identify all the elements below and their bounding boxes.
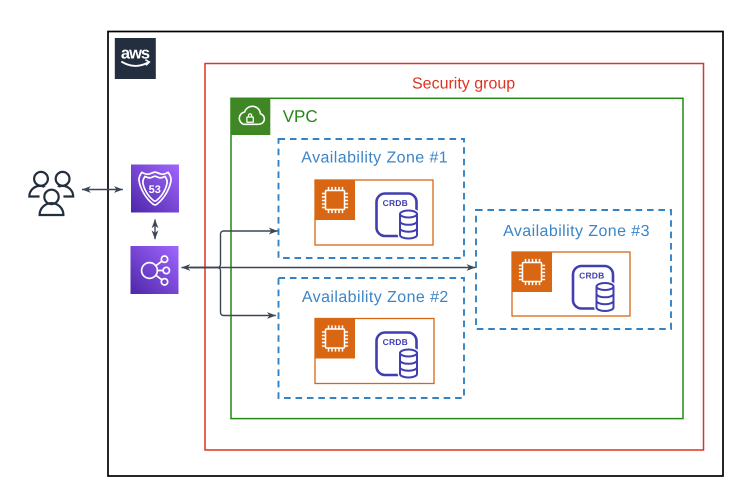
svg-text:Security group: Security group — [412, 75, 515, 92]
svg-text:Availability Zone #2: Availability Zone #2 — [302, 289, 449, 306]
svg-text:VPC: VPC — [283, 107, 318, 126]
svg-text:Availability Zone #3: Availability Zone #3 — [503, 223, 650, 240]
svg-text:aws: aws — [121, 45, 150, 63]
svg-text:53: 53 — [149, 184, 161, 196]
svg-text:Availability Zone #1: Availability Zone #1 — [301, 150, 448, 167]
